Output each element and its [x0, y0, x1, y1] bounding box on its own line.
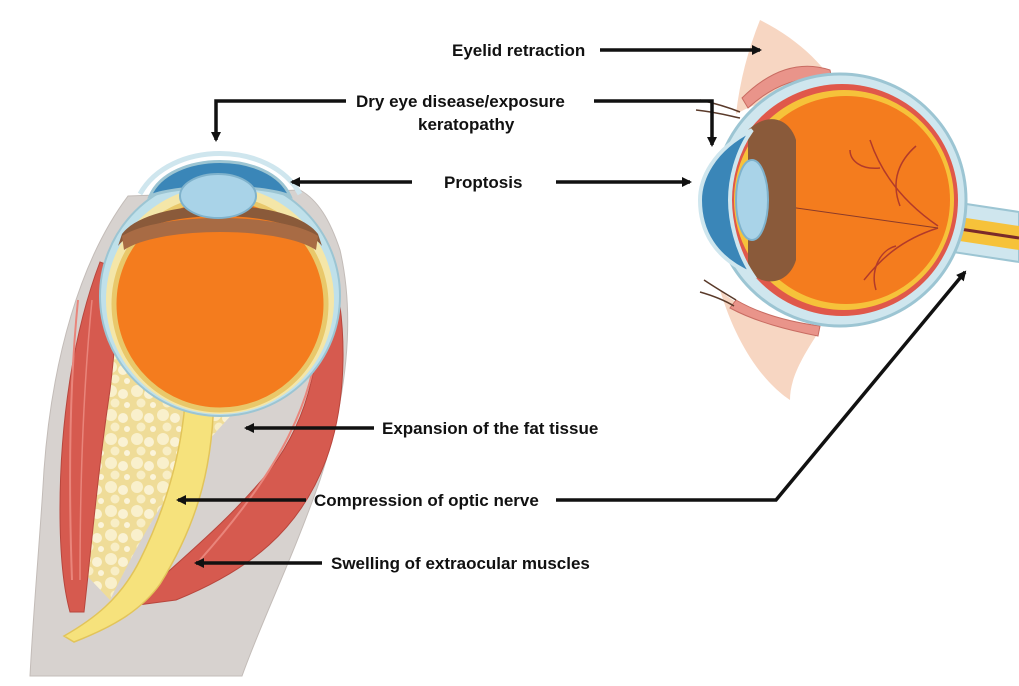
lateral-lens [736, 160, 768, 240]
label-eyelid-retraction: Eyelid retraction [452, 41, 585, 60]
label-optic-compression: Compression of optic nerve [314, 491, 539, 510]
arrow-dry-eye-left [216, 101, 346, 140]
annotation-labels: Eyelid retraction Dry eye disease/exposu… [314, 41, 598, 573]
label-dry-eye-line2: keratopathy [418, 115, 515, 134]
label-proptosis: Proptosis [444, 173, 522, 192]
orbit-cross-section [30, 154, 348, 677]
label-muscle-swelling: Swelling of extraocular muscles [331, 554, 590, 573]
lens [180, 174, 256, 218]
lateral-eye-view [696, 20, 1019, 400]
arrow-dry-eye-right [594, 101, 712, 145]
label-fat-expansion: Expansion of the fat tissue [382, 419, 598, 438]
label-dry-eye-line1: Dry eye disease/exposure [356, 92, 565, 111]
